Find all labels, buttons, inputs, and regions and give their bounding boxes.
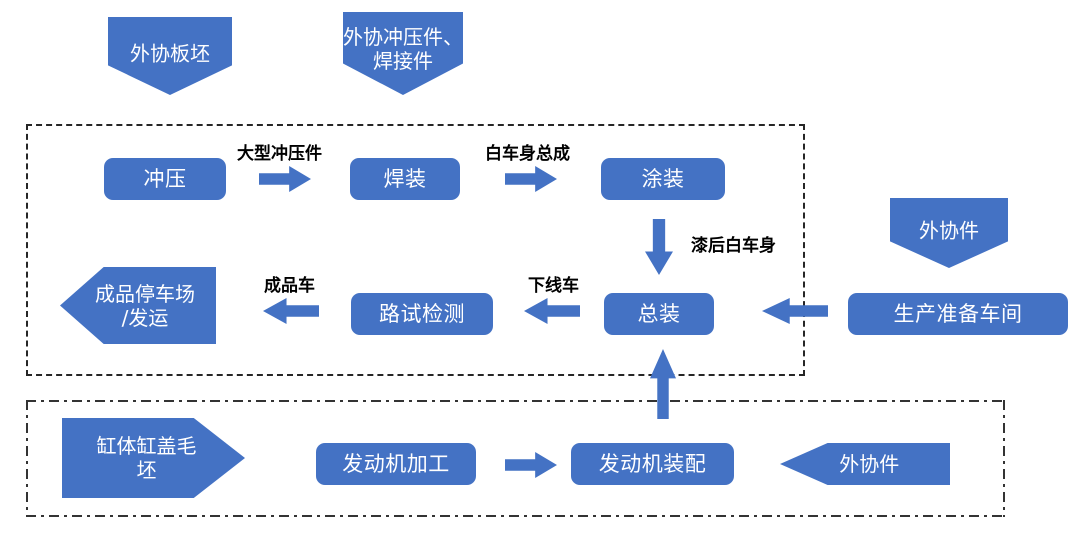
process-node-road-test[interactable]: 路试检测	[351, 293, 493, 335]
process-label: 路试检测	[379, 301, 465, 326]
group-vehicle-plant	[26, 124, 805, 376]
edge-label-offline-car: 下线车	[528, 276, 579, 296]
input-node-外协件-right[interactable]: 外协件	[890, 198, 1008, 268]
process-node-engine-assembly[interactable]: 发动机装配	[571, 443, 734, 485]
process-node-engine-machining[interactable]: 发动机加工	[316, 443, 476, 485]
process-label: 总装	[637, 301, 681, 326]
process-node-stamping[interactable]: 冲压	[104, 158, 226, 200]
output-label: 成品停车场 /发运	[95, 281, 195, 330]
process-label: 发动机加工	[342, 451, 450, 476]
process-label: 焊装	[383, 166, 427, 191]
process-node-painting[interactable]: 涂装	[601, 158, 725, 200]
input-label: 外协件	[919, 218, 979, 243]
edge-label-finished-car: 成品车	[264, 276, 315, 296]
edge-label-painted-body: 漆后白车身	[691, 236, 776, 256]
edge-label-bodyinwhite: 白车身总成	[485, 144, 570, 164]
process-label: 冲压	[143, 166, 187, 191]
process-node-welding[interactable]: 焊装	[350, 158, 460, 200]
input-label: 缸体缸盖毛 坯	[96, 434, 197, 482]
process-node-prep-workshop[interactable]: 生产准备车间	[848, 293, 1068, 335]
process-node-final-assembly[interactable]: 总装	[604, 293, 714, 335]
process-label: 生产准备车间	[893, 301, 1023, 326]
edge-label-large-stamping: 大型冲压件	[237, 144, 322, 164]
input-label: 外协冲压件、 焊接件	[343, 24, 463, 73]
input-node-外协板坯[interactable]: 外协板坯	[108, 17, 232, 95]
input-node-外协冲压件-焊接件[interactable]: 外协冲压件、 焊接件	[343, 12, 463, 95]
input-label: 外协板坯	[130, 41, 210, 66]
input-label: 外协件	[839, 452, 900, 476]
process-label: 涂装	[641, 166, 685, 191]
process-label: 发动机装配	[598, 451, 707, 476]
